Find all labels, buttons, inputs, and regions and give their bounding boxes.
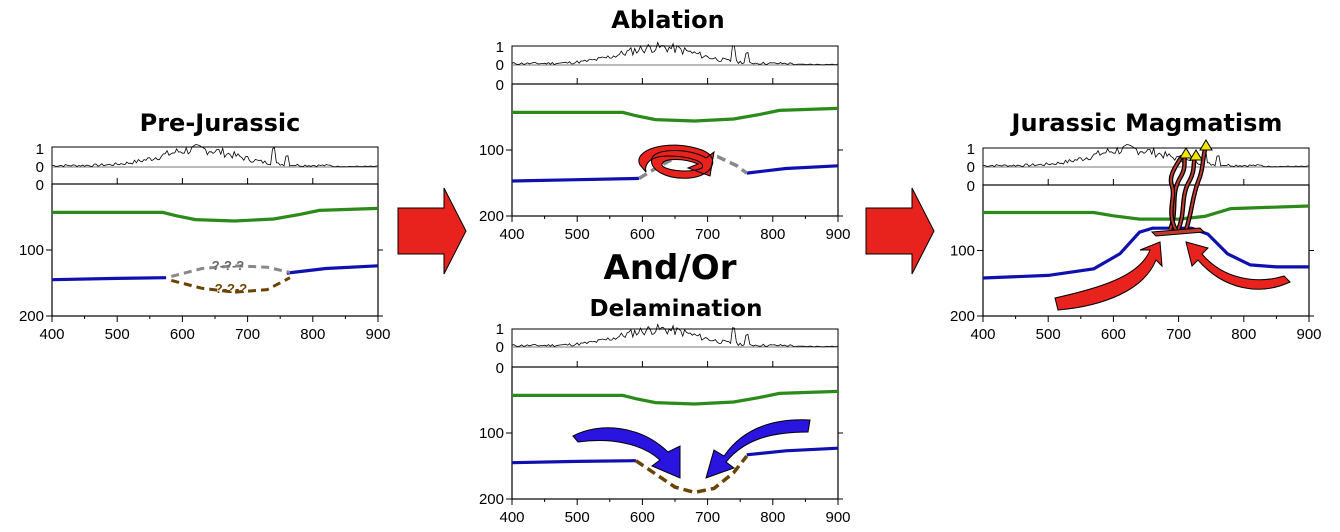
x-tick-label-400: 400 xyxy=(39,326,64,343)
x-tick-label-700: 700 xyxy=(695,509,720,526)
x-tick-label-500: 500 xyxy=(565,226,590,243)
topography-trace xyxy=(511,41,839,66)
x-tick-label-800: 800 xyxy=(300,326,325,343)
magma-chamber xyxy=(1150,227,1206,237)
flow-arrow-icon xyxy=(397,187,467,275)
title-jurassic-magmatism: Jurassic Magmatism xyxy=(1010,109,1283,137)
moho-line xyxy=(512,389,838,406)
topo-tick-label-1: 1 xyxy=(496,39,504,56)
depth-tick-label-100: 100 xyxy=(950,243,975,260)
x-tick-label-700: 700 xyxy=(1166,326,1191,343)
flow-arrow-icon xyxy=(705,419,811,479)
moho-line xyxy=(512,106,838,123)
depth-tick-label-200: 200 xyxy=(19,308,44,325)
magma-conduit xyxy=(1169,151,1187,231)
flow-arrow-icon xyxy=(865,187,935,275)
section-lines xyxy=(512,389,838,495)
x-tick-label-500: 500 xyxy=(105,326,130,343)
x-tick-label-900: 900 xyxy=(825,509,850,526)
flow-arrow-icon xyxy=(638,144,715,179)
x-tick-label-600: 600 xyxy=(630,509,655,526)
depth-tick-label-0: 0 xyxy=(496,360,504,377)
title-ablation: Ablation xyxy=(611,6,724,34)
x-tick-label-900: 900 xyxy=(825,226,850,243)
moho-line xyxy=(983,204,1309,221)
x-tick-label-500: 500 xyxy=(565,509,590,526)
topo-tick-label-0: 0 xyxy=(967,159,975,176)
depth-tick-label-200: 200 xyxy=(479,491,504,508)
depth-tick-label-200: 200 xyxy=(950,308,975,325)
x-tick-label-800: 800 xyxy=(760,509,785,526)
x-tick-label-700: 700 xyxy=(235,326,260,343)
x-tick-label-700: 700 xyxy=(695,226,720,243)
lab-line-left xyxy=(512,459,636,465)
magma-conduit xyxy=(1185,145,1207,231)
lab-line-left xyxy=(52,276,167,282)
depth-tick-label-100: 100 xyxy=(19,242,44,259)
title-pre-jurassic: Pre-Jurassic xyxy=(140,109,301,137)
depth-tick-label-0: 0 xyxy=(36,177,44,194)
x-tick-label-900: 900 xyxy=(1296,326,1321,343)
x-tick-label-400: 400 xyxy=(499,226,524,243)
question-marks-upper: ?-?-? xyxy=(212,258,245,273)
x-tick-label-600: 600 xyxy=(1101,326,1126,343)
magma-conduit xyxy=(1170,155,1183,231)
flow-arrow-icon xyxy=(1054,241,1163,311)
topography-trace xyxy=(511,323,839,348)
volcano-icon xyxy=(1199,139,1213,151)
lab-line-right xyxy=(286,264,378,275)
x-tick-label-900: 900 xyxy=(365,326,390,343)
depth-tick-label-0: 0 xyxy=(967,178,975,195)
volcano-icon xyxy=(1179,147,1193,159)
lab-line-right xyxy=(746,164,838,175)
x-tick-label-500: 500 xyxy=(1036,326,1061,343)
volcano-icon xyxy=(1189,149,1203,161)
magma-conduit xyxy=(1177,154,1197,231)
depth-tick-label-100: 100 xyxy=(479,142,504,159)
delamination-dashed-line xyxy=(634,455,749,495)
x-tick-label-400: 400 xyxy=(970,326,995,343)
depth-tick-label-100: 100 xyxy=(479,425,504,442)
ablation-dashed-line xyxy=(170,264,291,278)
title-and-or: And/Or xyxy=(604,248,737,288)
flow-arrow-icon xyxy=(572,427,681,479)
moho-line xyxy=(52,206,378,223)
x-tick-label-800: 800 xyxy=(1231,326,1256,343)
depth-tick-label-200: 200 xyxy=(479,208,504,225)
section-frame xyxy=(51,183,379,317)
topo-tick-label-0: 0 xyxy=(496,339,504,356)
x-tick-label-600: 600 xyxy=(170,326,195,343)
flow-arrow-icon xyxy=(1185,241,1291,290)
x-tick-label-400: 400 xyxy=(499,509,524,526)
lab-line-left xyxy=(512,176,640,183)
topo-tick-label-1: 1 xyxy=(496,321,504,338)
section-lines xyxy=(52,206,378,294)
topography-trace xyxy=(51,144,378,168)
topo-tick-label-1: 1 xyxy=(967,141,975,158)
depth-tick-label-0: 0 xyxy=(496,77,504,94)
topo-tick-label-0: 0 xyxy=(36,159,44,176)
x-tick-label-800: 800 xyxy=(760,226,785,243)
title-delamination: Delamination xyxy=(590,296,763,322)
topo-tick-label-1: 1 xyxy=(36,141,44,158)
topo-tick-label-0: 0 xyxy=(496,57,504,74)
x-tick-label-600: 600 xyxy=(630,226,655,243)
question-marks-lower: ?-?-? xyxy=(215,281,248,296)
delamination-dashed-line xyxy=(170,276,291,294)
topography-trace xyxy=(982,144,1309,168)
lab-line-right xyxy=(746,446,838,457)
